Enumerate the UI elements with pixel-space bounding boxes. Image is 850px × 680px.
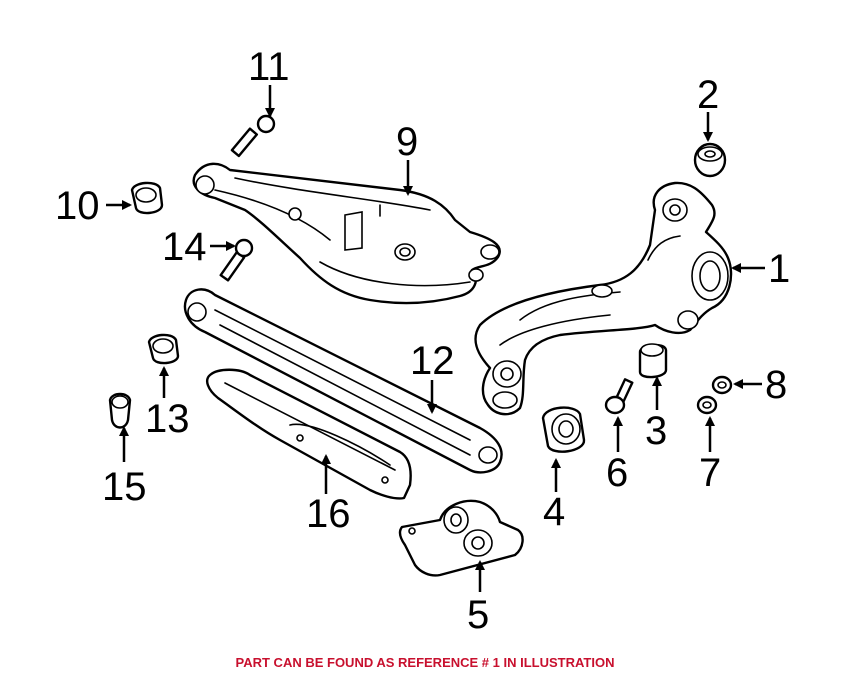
leader-lines bbox=[106, 85, 765, 592]
wheel-carrier-part bbox=[474, 181, 733, 416]
mount-bracket-part bbox=[398, 499, 524, 577]
callout-numbers: 1 2 3 4 5 6 7 8 9 10 11 12 13 14 15 16 bbox=[55, 45, 790, 637]
bolt-part-11 bbox=[230, 114, 276, 158]
trailing-link-part bbox=[183, 288, 503, 474]
callout-4: 4 bbox=[543, 490, 565, 534]
callout-8: 8 bbox=[765, 363, 787, 407]
bushing-part-10 bbox=[130, 181, 164, 215]
callout-6: 6 bbox=[606, 451, 628, 495]
callout-16: 16 bbox=[306, 492, 351, 536]
bolt-part-14 bbox=[219, 238, 254, 282]
reference-note: PART CAN BE FOUND AS REFERENCE # 1 IN IL… bbox=[235, 655, 615, 670]
callout-15: 15 bbox=[102, 465, 147, 509]
callout-12: 12 bbox=[410, 339, 455, 383]
nut-part-8 bbox=[711, 375, 733, 395]
callout-11: 11 bbox=[248, 45, 290, 89]
callout-13: 13 bbox=[145, 397, 190, 441]
shield-cover-part bbox=[206, 368, 412, 500]
callout-3: 3 bbox=[645, 409, 667, 453]
bushing-part-3 bbox=[638, 343, 668, 379]
callout-14: 14 bbox=[162, 225, 207, 269]
bushing-part-13 bbox=[147, 333, 180, 365]
callout-10: 10 bbox=[55, 184, 100, 228]
bushing-part-2 bbox=[693, 142, 727, 178]
bolt-part-6 bbox=[604, 378, 634, 415]
callout-1: 1 bbox=[768, 247, 790, 291]
callout-9: 9 bbox=[396, 120, 418, 164]
control-arm-part bbox=[192, 162, 501, 305]
callout-5: 5 bbox=[467, 593, 489, 637]
callout-2: 2 bbox=[697, 73, 719, 117]
bushing-part-15 bbox=[108, 392, 132, 429]
washer-part-7 bbox=[696, 395, 718, 415]
bushing-part-4 bbox=[541, 406, 586, 453]
callout-7: 7 bbox=[699, 451, 721, 495]
